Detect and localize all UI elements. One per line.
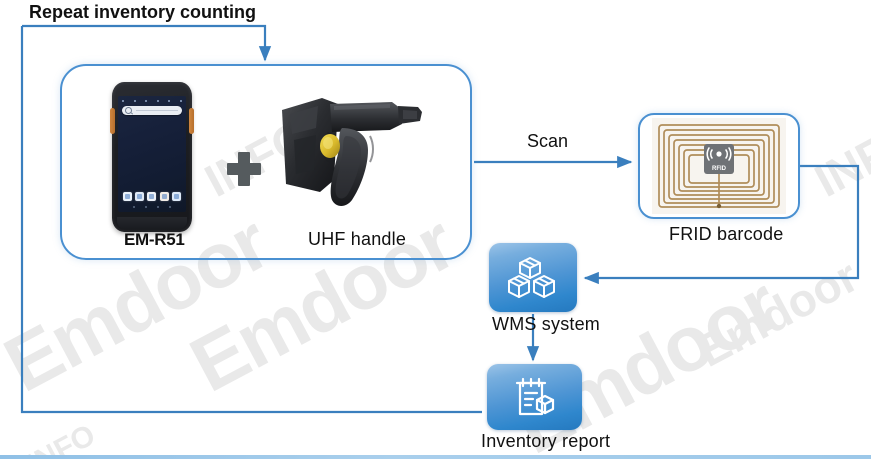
watermark-text: Emdoor [688, 249, 867, 377]
rfid-tag-image: RFID [652, 118, 786, 214]
pda-search-widget [122, 106, 182, 115]
pda-nav-dots [128, 206, 176, 208]
rfid-inlay-icon: RFID [652, 118, 786, 214]
search-icon [125, 107, 132, 114]
label-scan: Scan [527, 131, 569, 151]
wire-repeat-loop-head [22, 24, 272, 62]
svg-text:RFID: RFID [712, 166, 727, 172]
pda-body [110, 82, 194, 232]
app-icon [135, 192, 145, 201]
caption-inventory-report: Inventory report [481, 431, 611, 451]
pda-side-button-right [189, 108, 194, 134]
uhf-handle-image [272, 88, 432, 216]
label-repeat-inventory-counting: Repeat inventory counting [29, 2, 257, 22]
pda-side-button-left [110, 108, 115, 134]
app-icon [147, 192, 157, 201]
watermark-text: INFO [806, 109, 871, 207]
app-icon [159, 192, 169, 201]
pda-device-image [110, 82, 194, 232]
clipboard-box-icon [515, 377, 554, 416]
caption-uhf-handle: UHF handle [308, 229, 407, 249]
inventory-report-tile[interactable] [487, 364, 582, 430]
warehouse-boxes-icon [508, 256, 555, 298]
pda-status-bar [122, 98, 182, 103]
caption-pda: EM-R51 [124, 230, 185, 249]
pda-screen [118, 96, 186, 212]
wms-system-tile[interactable] [489, 243, 577, 312]
uhf-handle-icon [282, 98, 422, 206]
pda-bottom-bezel [117, 217, 187, 229]
app-icon [122, 192, 132, 201]
caption-wms-system: WMS system [492, 314, 600, 334]
plus-icon [227, 152, 261, 186]
app-icon [172, 192, 182, 201]
caption-rfid-tag: FRID barcode [669, 224, 784, 244]
watermark-text: INFO [22, 418, 101, 459]
bottom-divider [0, 455, 871, 459]
pda-app-dock [121, 192, 183, 201]
